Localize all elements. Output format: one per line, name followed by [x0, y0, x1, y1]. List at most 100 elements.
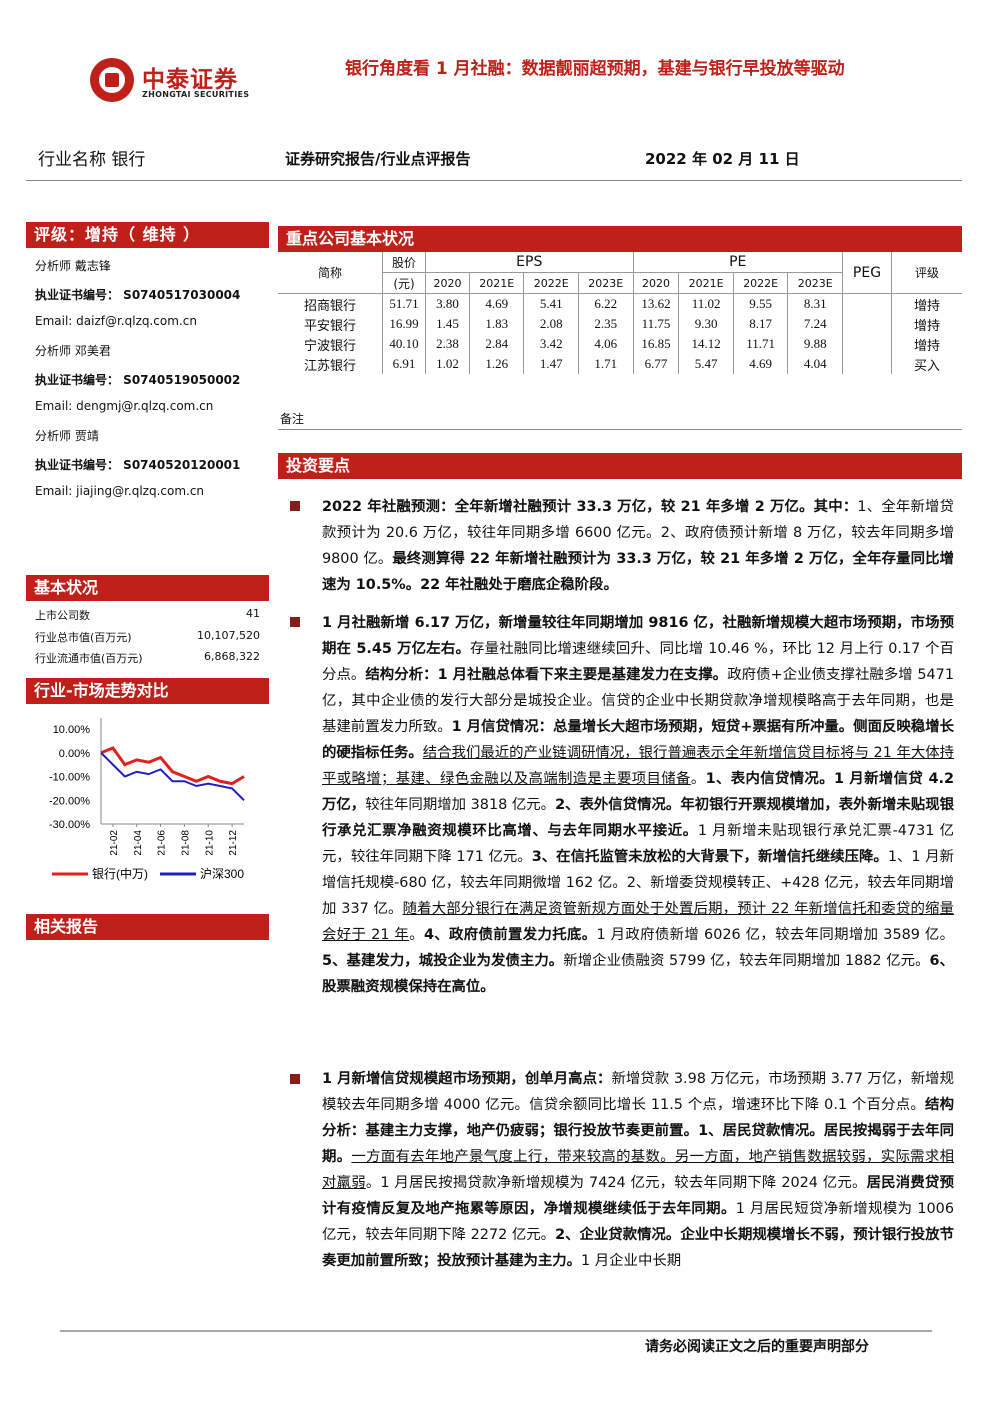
- pe-value: 13.62: [633, 293, 680, 314]
- company-rating: 买入: [913, 357, 940, 373]
- company-name: 江苏银行: [278, 354, 383, 374]
- bullet-icon: [290, 1074, 300, 1084]
- table-note: 备注: [280, 412, 305, 426]
- pe-value: 9.55: [733, 293, 789, 314]
- stat-row: 行业流通市值(百万元)6,868,322: [35, 650, 260, 666]
- pe-header: PE: [633, 252, 844, 273]
- eps-value: 3.80: [425, 293, 470, 314]
- series-line: [100, 746, 245, 786]
- year-header: 2020: [425, 272, 470, 294]
- analyst-1-cert: 执业证书编号： S0740517030004: [35, 288, 241, 302]
- pe-value: 8.31: [787, 293, 843, 314]
- company-rating: 增持: [913, 337, 940, 353]
- eps-value: 1.02: [425, 354, 470, 374]
- rating-header: 评级: [914, 266, 939, 280]
- footer-divider: [60, 1330, 932, 1332]
- eps-value: 2.35: [578, 314, 634, 334]
- stat-value: 6,868,322: [204, 650, 260, 663]
- analyst-3-cert: 执业证书编号： S0740520120001: [35, 458, 241, 472]
- key-companies-table: 简称 股价 EPS PE PEG 评级 (元) 2020 2021E 2022E…: [278, 252, 962, 374]
- eps-value: 1.47: [523, 354, 579, 374]
- x-tick-label: 21-02: [109, 830, 120, 856]
- related-reports-bar: 相关报告: [26, 914, 269, 940]
- header-divider: [26, 180, 962, 181]
- key-point-paragraph: 2022 年社融预测：全年新增社融预计 33.3 万亿，较 21 年多增 2 万…: [322, 499, 954, 593]
- pe-value: 4.69: [733, 354, 789, 374]
- year-header: 2020: [633, 272, 680, 294]
- year-header: 2022E: [733, 272, 789, 294]
- eps-value: 2.38: [425, 334, 470, 354]
- x-tick-label: 21-08: [180, 830, 191, 856]
- company-price: 16.99: [382, 314, 426, 334]
- stat-label: 行业总市值(百万元): [35, 631, 132, 644]
- col-price-header: 股价: [382, 252, 426, 273]
- company-price: 6.91: [382, 354, 426, 374]
- analyst-3-name: 分析师 贾靖: [35, 429, 99, 443]
- pe-value: 9.30: [678, 314, 734, 334]
- year-header: 2021E: [469, 272, 525, 294]
- industry-name: 行业名称 银行: [38, 150, 146, 170]
- company-rating: 增持: [913, 317, 940, 333]
- analyst-2-cert: 执业证书编号： S0740519050002: [35, 373, 241, 387]
- y-tick-label: 0.00%: [59, 748, 90, 760]
- peg-value: [842, 314, 892, 334]
- eps-value: 3.42: [523, 334, 579, 354]
- x-tick-label: 21-10: [204, 830, 215, 856]
- basic-status-bar: 基本状况: [26, 575, 269, 601]
- investment-points-bar: 投资要点: [278, 453, 962, 479]
- eps-value: 4.06: [578, 334, 634, 354]
- eps-value: 2.84: [469, 334, 525, 354]
- legend-label: 沪深300: [200, 867, 244, 881]
- analyst-3-email: Email: jiajing@r.qlzq.com.cn: [35, 484, 205, 498]
- pe-value: 9.88: [787, 334, 843, 354]
- peg-value: [842, 354, 892, 374]
- stat-row: 行业总市值(百万元) 10,107,520: [35, 629, 260, 645]
- pe-value: 14.12: [678, 334, 734, 354]
- logo-text: 中泰证券: [142, 67, 238, 93]
- eps-value: 1.45: [425, 314, 470, 334]
- report-date: 2022 年 02 月 11 日: [645, 150, 800, 168]
- company-price: 40.10: [382, 334, 426, 354]
- pe-value: 11.75: [633, 314, 680, 334]
- eps-value: 1.71: [578, 354, 634, 374]
- peg-value: [842, 334, 892, 354]
- analyst-2-email: Email: dengmj@r.qlzq.com.cn: [35, 399, 214, 413]
- bullet-icon: [290, 501, 300, 511]
- pe-value: 6.77: [633, 354, 680, 374]
- company-name: 招商银行: [278, 293, 383, 314]
- eps-value: 4.69: [469, 293, 525, 314]
- company-price: 51.71: [382, 293, 426, 314]
- series-line: [100, 752, 245, 801]
- footer-disclaimer: 请务必阅读正文之后的重要声明部分: [645, 1339, 869, 1355]
- company-name: 宁波银行: [278, 334, 383, 354]
- key-companies-bar: 重点公司基本状况: [278, 226, 962, 252]
- key-point-paragraph: 1 月新增信贷规模超市场预期，创单月高点：新增贷款 3.98 万亿元，市场预期 …: [322, 1071, 954, 1269]
- eps-value: 2.08: [523, 314, 579, 334]
- y-tick-label: -20.00%: [49, 795, 90, 807]
- report-title: 银行角度看 1 月社融：数据靓丽超预期，基建与银行早投放等驱动: [345, 59, 845, 79]
- eps-header: EPS: [425, 252, 634, 273]
- logo-mark-icon: [90, 58, 134, 102]
- stat-value: 10,107,520: [197, 629, 260, 642]
- year-header: 2023E: [787, 272, 843, 294]
- zhongtai-logo: 中泰证券 ZHONGTAI SECURITIES: [90, 58, 270, 104]
- pe-value: 8.17: [733, 314, 789, 334]
- eps-value: 1.83: [469, 314, 525, 334]
- pe-value: 4.04: [787, 354, 843, 374]
- year-header: 2022E: [523, 272, 579, 294]
- x-tick-label: 21-06: [157, 830, 168, 856]
- pe-value: 7.24: [787, 314, 843, 334]
- pe-value: 5.47: [678, 354, 734, 374]
- legend-label: 银行(中万): [92, 866, 148, 881]
- y-tick-label: -10.00%: [49, 772, 90, 784]
- eps-value: 1.26: [469, 354, 525, 374]
- pe-value: 11.71: [733, 334, 789, 354]
- eps-value: 6.22: [578, 293, 634, 314]
- peg-value: [842, 293, 892, 314]
